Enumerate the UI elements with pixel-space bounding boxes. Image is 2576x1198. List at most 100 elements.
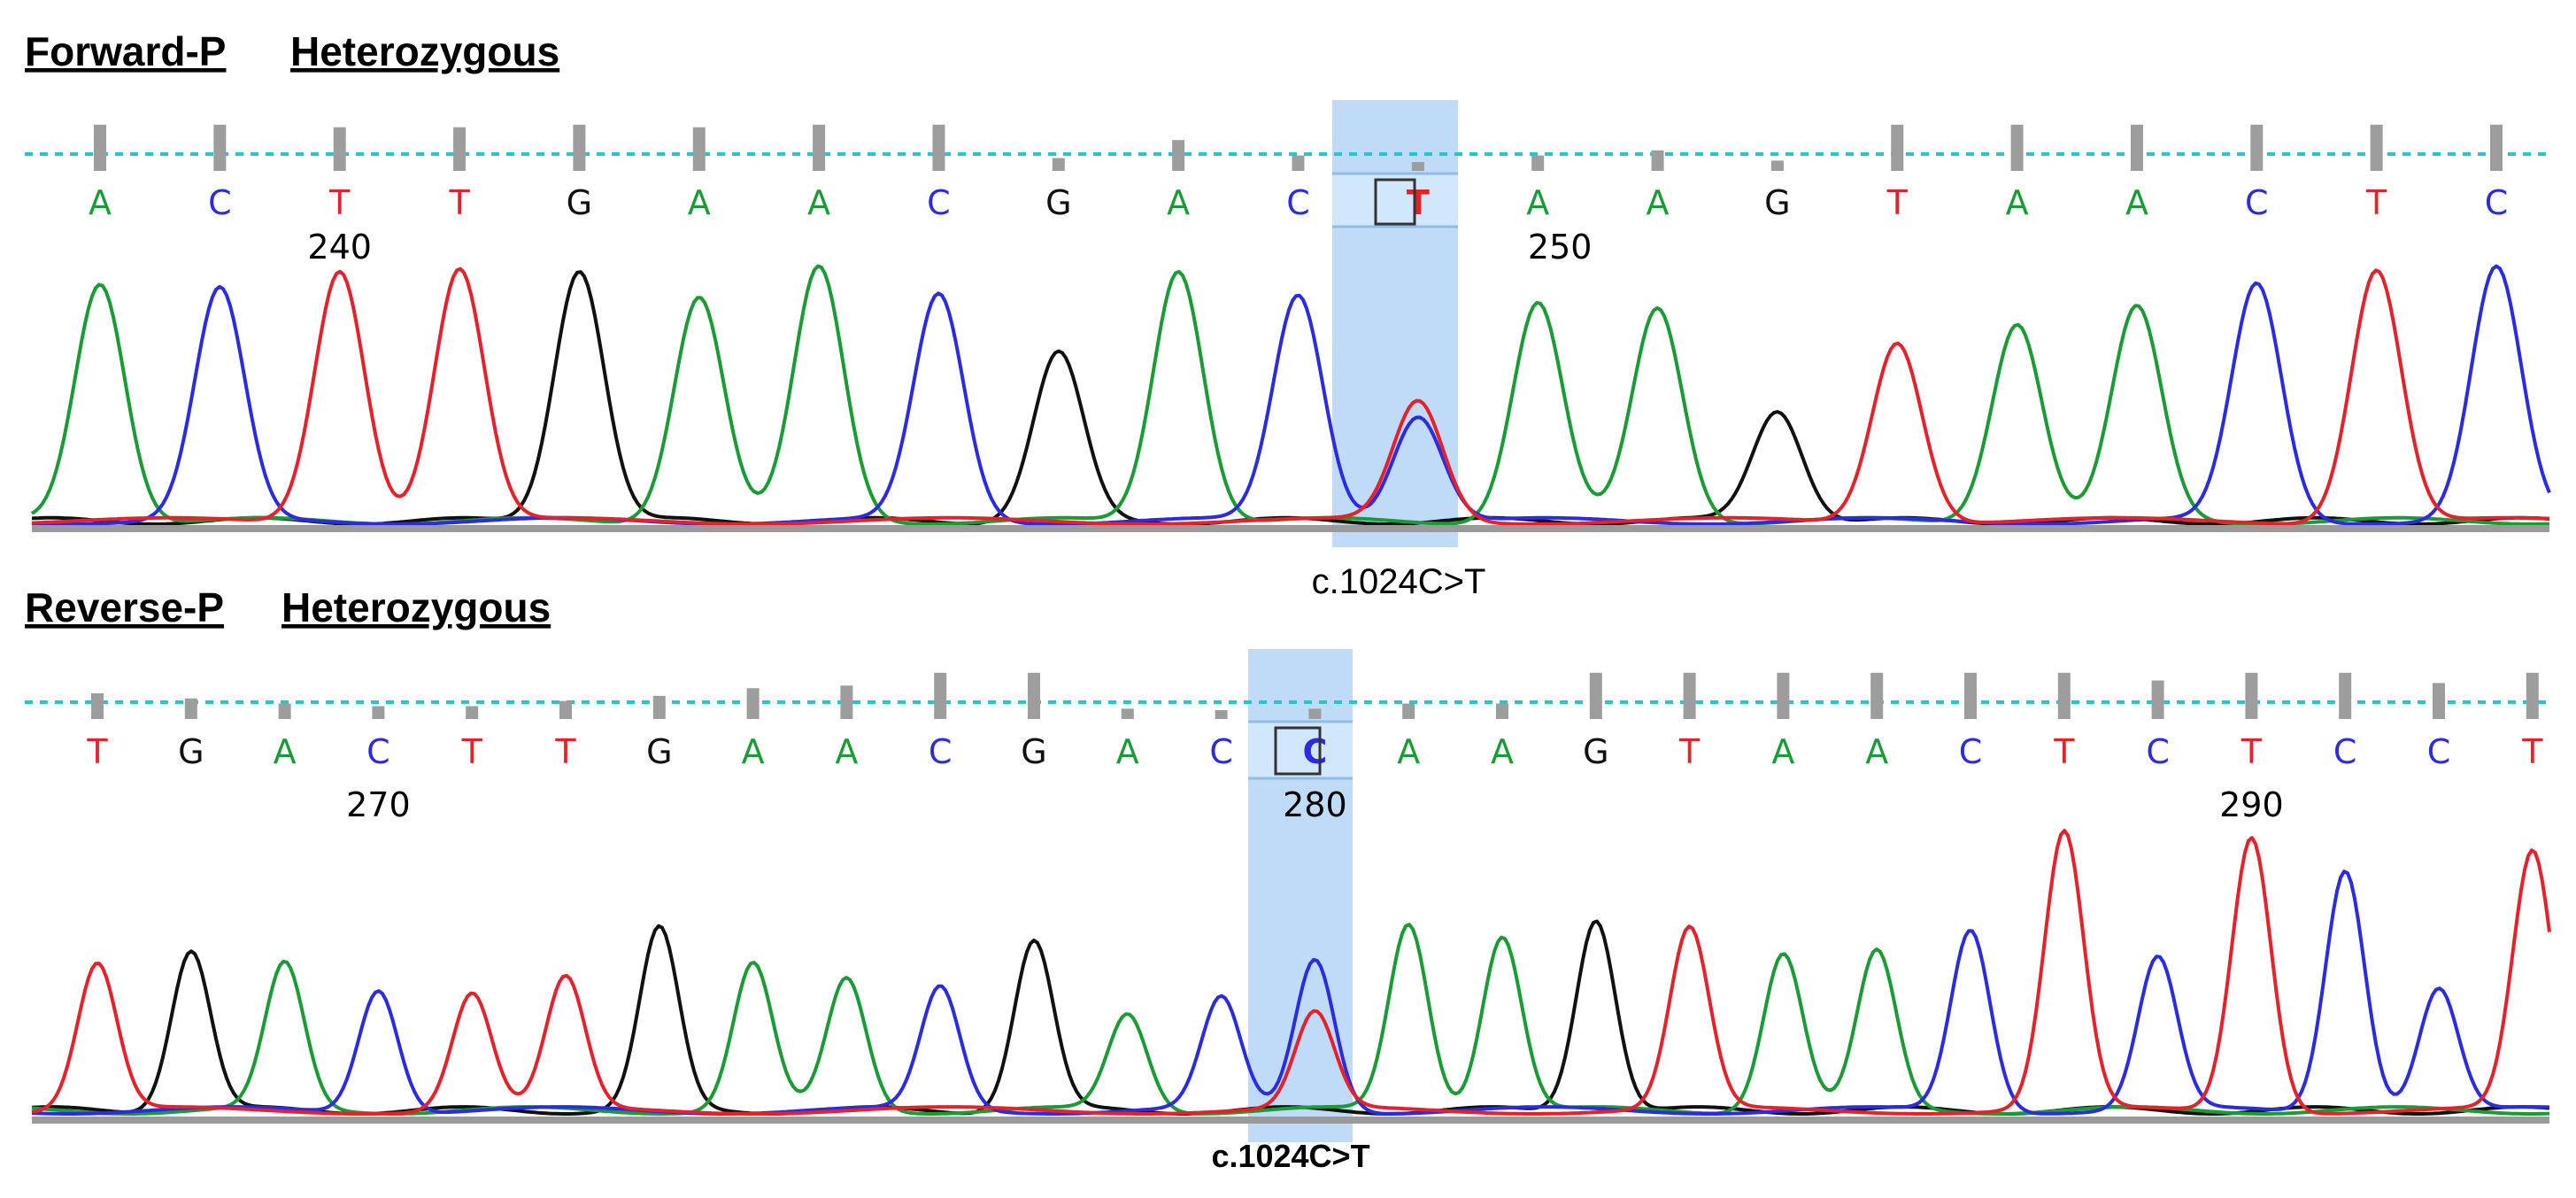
forward-base-call: A (688, 183, 711, 222)
forward-base-call: G (1045, 183, 1071, 222)
reverse-base-call: C (929, 732, 953, 771)
forward-base-call: G (567, 183, 592, 222)
reverse-quality-bar (559, 700, 572, 719)
reverse-quality-bar (1402, 703, 1415, 719)
reverse-base-call: C (2333, 732, 2357, 771)
reverse-position-label: 270 (346, 785, 411, 824)
reverse-quality-bar (184, 698, 197, 719)
forward-quality-bar (2490, 124, 2503, 171)
forward-quality-bar (1531, 155, 1545, 171)
forward-base-call: A (89, 183, 112, 222)
forward-quality-bars (94, 124, 2503, 171)
forward-base-call: G (1764, 183, 1790, 222)
reverse-base-call: G (1021, 732, 1046, 771)
forward-base-call: T (2365, 183, 2387, 222)
reverse-quality-bar (1215, 710, 1228, 719)
forward-quality-bar (94, 124, 106, 171)
reverse-quality-bar (1589, 672, 1602, 719)
reverse-quality-bar (372, 706, 385, 719)
reverse-quality-bar (1964, 672, 1977, 719)
forward-called-base-box (1374, 178, 1416, 226)
forward-base-call: T (328, 183, 351, 222)
forward-base-call: T (1886, 183, 1909, 222)
forward-position-label: 240 (307, 228, 372, 267)
forward-base-call: A (2006, 183, 2029, 222)
reverse-base-call: C (2427, 732, 2451, 771)
reverse-base-call: C (1209, 732, 1233, 771)
reverse-highlight-inner (1248, 722, 1353, 778)
reverse-quality-bar (2245, 672, 2258, 719)
forward-quality-bar (1292, 155, 1305, 171)
reverse-quality-bar (2339, 672, 2352, 719)
reverse-base-call: G (1583, 732, 1608, 771)
reverse-base-call: C (1302, 732, 1327, 771)
forward-traces (30, 264, 2551, 526)
forward-quality-bar (813, 124, 826, 171)
reverse-title-zygosity: Heterozygous (282, 584, 551, 630)
reverse-quality-bar (746, 688, 760, 719)
forward-mutation-label: c.1024C>T (1312, 562, 1486, 601)
reverse-quality-bar (1870, 672, 1884, 719)
forward-quality-bar (2250, 124, 2264, 171)
reverse-quality-bar (1683, 672, 1696, 719)
forward-base-call: A (2125, 183, 2148, 222)
forward-base-call: A (1647, 183, 1670, 222)
reverse-quality-bar (1121, 708, 1134, 719)
forward-base-call: A (1526, 183, 1549, 222)
forward-quality-bar (1052, 158, 1065, 171)
forward-highlight-inner (1332, 174, 1458, 227)
reverse-quality-bar (1308, 708, 1322, 719)
reverse-quality-bar (840, 685, 853, 719)
forward-quality-bar (932, 124, 945, 171)
forward-base-call: C (2485, 183, 2509, 222)
reverse-base-call: T (554, 732, 576, 771)
forward-quality-bar (1651, 150, 1664, 171)
forward-base-call: C (1286, 183, 1310, 222)
reverse-position-label: 290 (2219, 785, 2284, 824)
reverse-quality-bar (2151, 680, 2164, 719)
reverse-base-call: T (461, 732, 483, 771)
reverse-base-call: A (1116, 732, 1139, 771)
reverse-base-call: T (86, 732, 108, 771)
forward-base-call: A (1167, 183, 1190, 222)
reverse-base-call: C (2146, 732, 2170, 771)
reverse-base-call: T (2053, 732, 2075, 771)
forward-highlight-band (1332, 100, 1458, 547)
reverse-position-label: 280 (1283, 785, 1347, 824)
forward-quality-bar (2130, 124, 2143, 171)
reverse-quality-bar (2057, 672, 2071, 719)
reverse-quality-bar (2526, 672, 2539, 719)
reverse-quality-bar (466, 706, 479, 719)
forward-base-call: T (1407, 183, 1430, 222)
reverse-base-call: A (274, 732, 297, 771)
reverse-quality-bar (652, 695, 666, 719)
reverse-quality-bar (1028, 672, 1040, 719)
forward-quality-bar (1172, 140, 1185, 171)
reverse-base-call: A (742, 732, 765, 771)
forward-base-call: C (2245, 183, 2269, 222)
forward-title-primer: Forward-P (25, 28, 226, 74)
reverse-base-call: C (1959, 732, 1983, 771)
reverse-base-call: T (2521, 732, 2543, 771)
reverse-base-call: A (1865, 732, 1888, 771)
reverse-base-call: G (178, 732, 204, 771)
reverse-quality-bar (2433, 683, 2445, 719)
forward-quality-bar (692, 127, 706, 171)
reverse-base-call: C (366, 732, 390, 771)
reverse-quality-bar (1777, 672, 1790, 719)
forward-quality-bar (1891, 124, 1904, 171)
forward-quality-bar (2370, 124, 2383, 171)
reverse-base-call: A (1397, 732, 1420, 771)
reverse-title-primer: Reverse-P (25, 584, 224, 630)
forward-quality-bar (333, 127, 346, 171)
reverse-base-call: T (2241, 732, 2263, 771)
forward-title-zygosity: Heterozygous (290, 28, 559, 74)
reverse-quality-bar (1496, 703, 1508, 719)
forward-base-call: C (927, 183, 951, 222)
forward-quality-bar (2010, 124, 2024, 171)
